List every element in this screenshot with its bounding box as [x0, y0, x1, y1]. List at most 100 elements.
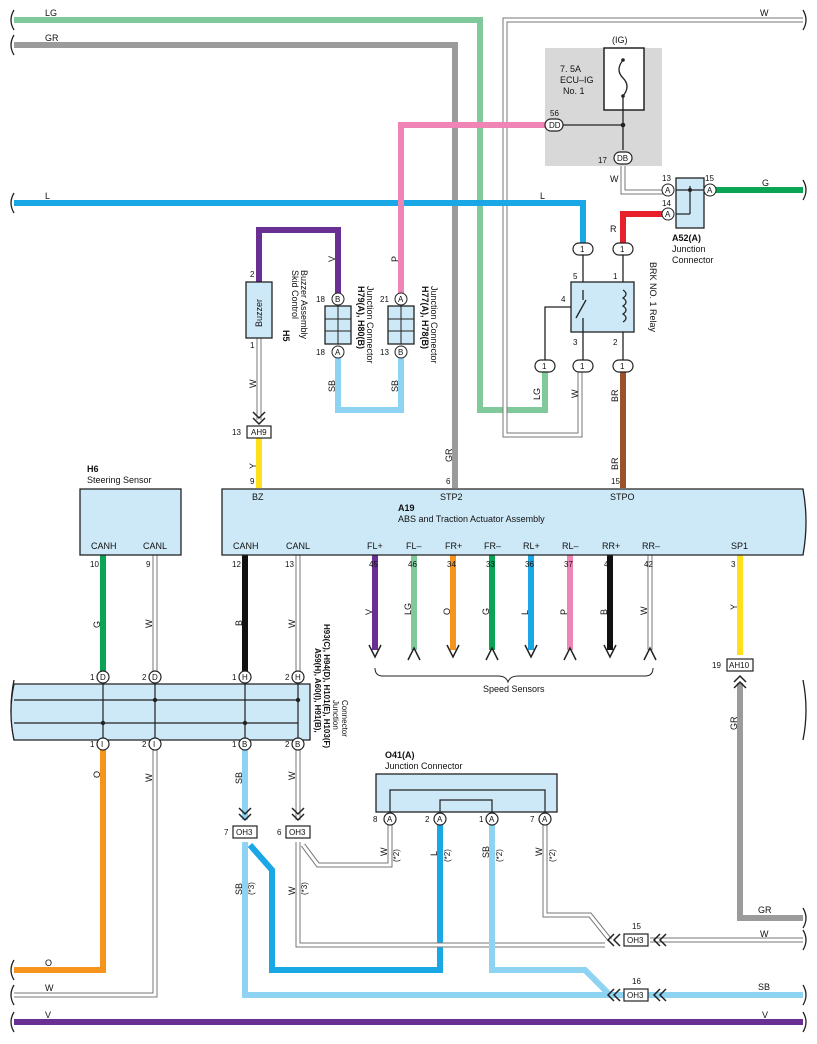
oh3-label-6: OH3	[289, 828, 306, 837]
h6-name: Steering Sensor	[87, 475, 152, 485]
sensor-wire-flplus	[368, 555, 382, 659]
ah9-connector: AH9 13	[232, 411, 272, 439]
fuse-symbol	[618, 59, 628, 97]
sensor-pin-name: FR+	[445, 541, 462, 551]
jc-line4: Connector	[340, 700, 349, 737]
a52-code: A52(A)	[672, 233, 701, 243]
wire-label-star2-b: (*2)	[443, 849, 452, 862]
wire-label-w-buzzer: W	[248, 379, 258, 388]
buzzer-line1: Skid Control	[290, 270, 300, 319]
buzzer-pin-1: 1	[250, 341, 255, 350]
label-v-bottom-right: V	[762, 1010, 768, 1020]
a19-pin-6: 6	[446, 477, 451, 486]
ah9-pin: 13	[232, 428, 241, 437]
sensor-arrow-icon	[563, 646, 577, 661]
a19-pin-12: 12	[232, 560, 241, 569]
wire-label-sb-jc: SB	[234, 772, 244, 784]
o41-pin-8: 8	[373, 815, 378, 824]
wire-label-l-o41: L	[429, 851, 439, 856]
steering-sensor	[79, 488, 182, 556]
relay-pin-4: 4	[561, 295, 566, 304]
wire-label-b-a19: B	[234, 620, 244, 626]
sensor-pin-number: 34	[447, 560, 456, 569]
sensor-arrow-icon	[603, 644, 617, 659]
o41-name: Junction Connector	[385, 761, 463, 771]
relay-conn-1a: 1	[580, 245, 585, 254]
o41-pin-7: 7	[530, 815, 535, 824]
wire-label-star3-a: (*3)	[247, 882, 256, 895]
sensor-pin-name: FR–	[484, 541, 501, 551]
wire-gr-top	[14, 42, 458, 488]
jc-h-1: H	[242, 673, 248, 682]
fuse-pin-56: 56	[550, 109, 559, 118]
wire-label-star3-b: (*3)	[300, 882, 309, 895]
sensor-pin-name: RR+	[602, 541, 620, 551]
wire-lg-top	[14, 17, 548, 413]
sensor-arrow-icon	[524, 644, 538, 659]
jc-line2: H93(C), H94(D), H101(E), H103(F)	[322, 624, 331, 748]
sensor-pin-number: 36	[525, 560, 534, 569]
h77-pin-13: 13	[380, 348, 389, 357]
sensor-arrow-icon	[407, 646, 421, 661]
fuse-name: ECU–IG	[560, 75, 594, 85]
h79-pin-18-top: 18	[316, 295, 325, 304]
sensor-wire-color: B	[599, 609, 609, 615]
label-w-top: W	[760, 8, 769, 18]
jc-h-2: H	[295, 673, 301, 682]
ah10-pin: 19	[712, 661, 721, 670]
abs-actuator	[221, 488, 807, 556]
sensor-pin-number: 37	[564, 560, 573, 569]
a52-pin-15: 15	[705, 174, 714, 183]
sensor-pin-number: 33	[486, 560, 495, 569]
h6-canh: CANH	[91, 541, 117, 551]
relay-conn-1e: 1	[620, 362, 625, 371]
wire-label-p: P	[390, 256, 400, 262]
label-w-bottom: W	[45, 983, 54, 993]
a19-sp1: SP1	[731, 541, 748, 551]
label-l-mid: L	[540, 191, 545, 201]
oh3-label-15: OH3	[627, 936, 644, 945]
wire-label-w-o41-8: W	[379, 847, 389, 856]
ah10-connector: AH10 19	[712, 658, 754, 689]
junction-connector	[10, 683, 311, 741]
h77-code: H77(A), H78(B)	[420, 286, 430, 349]
buzzer-pin-2: 2	[250, 270, 255, 279]
wire-label-star2-d: (*2)	[548, 849, 557, 862]
wire-label-w-jc: W	[144, 773, 154, 782]
fuse-pin-17: 17	[598, 156, 607, 165]
wire-label-br: BR	[610, 389, 620, 402]
jc-line3: Junction	[331, 700, 340, 730]
wire-label-gr-right: GR	[729, 716, 739, 730]
o41-code: O41(A)	[385, 750, 415, 760]
sensor-pin-name: FL+	[367, 541, 383, 551]
relay-pin-3: 3	[573, 338, 578, 347]
label-lg-top: LG	[45, 8, 57, 18]
sensor-wire-frminus	[485, 555, 499, 661]
wire-l-mid	[14, 200, 586, 243]
buzzer-label: Buzzer	[254, 299, 264, 327]
h6-pin-10: 10	[90, 560, 99, 569]
sensor-wire-frplus	[446, 555, 460, 659]
sensor-arrow-icon	[485, 646, 499, 661]
fuse-dd: DD	[549, 121, 561, 130]
jc-d-1: D	[100, 673, 106, 682]
a52-line1: Junction	[672, 244, 706, 254]
relay-pin-2: 2	[613, 338, 618, 347]
speed-sensors-label: Speed Sensors	[483, 684, 545, 694]
h6-pin-9: 9	[146, 560, 151, 569]
label-gr-top: GR	[45, 33, 59, 43]
sensor-wire-color: W	[639, 606, 649, 615]
sensor-pin-name: RR–	[642, 541, 660, 551]
h6-canl: CANL	[143, 541, 167, 551]
wire-label-sb-2: SB	[390, 380, 400, 392]
h79-a: A	[335, 348, 341, 357]
sensor-pin-number: 46	[408, 560, 417, 569]
o41-a-8: A	[387, 815, 393, 824]
sensor-wire-color: V	[364, 609, 374, 615]
wire-label-sb-1: SB	[327, 380, 337, 392]
wire-label-star2-a: (*2)	[392, 849, 401, 862]
a52-line2: Connector	[672, 255, 714, 265]
buzzer	[245, 281, 273, 339]
a19-bz: BZ	[252, 492, 264, 502]
